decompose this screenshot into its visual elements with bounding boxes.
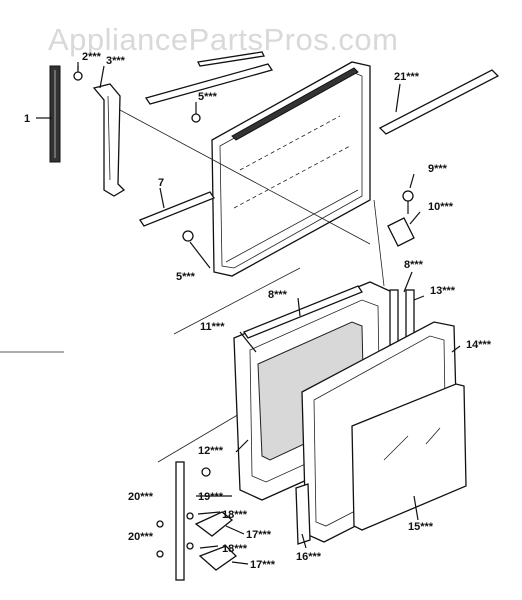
- label-17-bottom: 17***: [250, 559, 276, 571]
- label-18-bottom: 18***: [222, 543, 248, 555]
- label-14: 14***: [466, 339, 492, 351]
- label-2: 2***: [82, 51, 102, 63]
- label-13: 13***: [430, 285, 456, 297]
- label-16: 16***: [296, 551, 322, 563]
- label-19: 19***: [198, 491, 224, 503]
- label-9: 9***: [428, 163, 448, 175]
- label-20-top: 20***: [128, 491, 154, 503]
- watermark-text: AppliancePartsPros.com: [48, 22, 398, 57]
- label-17-top: 17***: [246, 529, 272, 541]
- label-21: 21***: [394, 71, 420, 83]
- label-1: 1: [24, 113, 30, 125]
- top-trim-strips: [144, 51, 274, 105]
- part-5-screws: [182, 113, 201, 242]
- part-21-long-strip: [378, 69, 500, 135]
- label-20-bottom: 20***: [128, 531, 154, 543]
- label-8-right: 8***: [404, 259, 424, 271]
- label-5-top: 5***: [198, 91, 218, 103]
- label-18-top: 18***: [222, 509, 248, 521]
- label-11: 11***: [200, 321, 225, 333]
- hinge-hardware: [156, 511, 238, 571]
- label-15: 15***: [408, 521, 434, 533]
- label-8-left: 8***: [268, 289, 288, 301]
- part-7-strip: [139, 191, 215, 227]
- part-9-screw: [402, 190, 414, 214]
- part-10-bracket: [387, 217, 415, 247]
- part-16-strip: [295, 483, 311, 545]
- outer-door-frame: [211, 61, 371, 277]
- label-12: 12***: [198, 445, 224, 457]
- part-12-screw: [201, 467, 211, 477]
- part-3-door-handle: [92, 83, 126, 197]
- assembly-guide-lines: [0, 109, 385, 463]
- label-5-bottom: 5***: [176, 271, 196, 283]
- label-10: 10***: [428, 201, 454, 213]
- leader-lines: [36, 62, 461, 565]
- part-15-glass-panel: [351, 383, 467, 531]
- part-19-hinge-rail: [175, 461, 185, 581]
- label-3: 3***: [106, 55, 126, 67]
- label-7: 7: [158, 177, 164, 189]
- part-1-gasket-strip: [49, 65, 61, 163]
